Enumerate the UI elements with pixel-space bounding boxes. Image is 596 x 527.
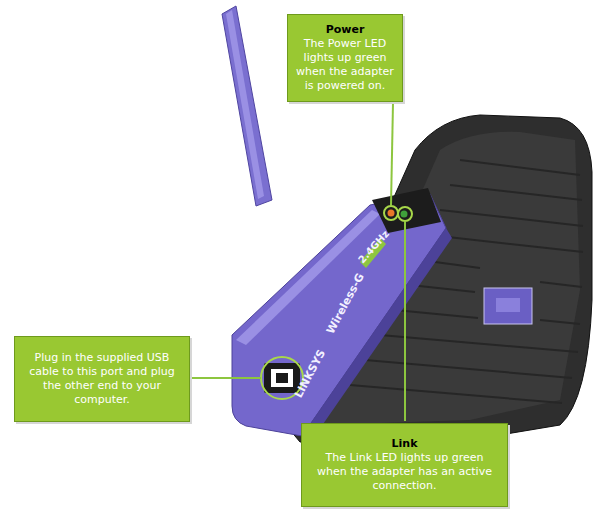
callout-box: Plug in the supplied USB cable to this p… bbox=[14, 336, 190, 422]
callout-heading: Power bbox=[326, 23, 365, 37]
callout-box: LinkThe Link LED lights up green when th… bbox=[301, 423, 508, 507]
logo-badge-plate bbox=[496, 298, 520, 312]
highlight-ring bbox=[384, 206, 398, 220]
usb-port-tongue bbox=[276, 373, 288, 383]
callout-text: The Link LED lights up green when the ad… bbox=[309, 451, 500, 493]
leader-line bbox=[191, 377, 261, 379]
led-panel bbox=[372, 188, 441, 233]
device-print: LINKSYS bbox=[292, 348, 328, 401]
callout-text: Plug in the supplied USB cable to this p… bbox=[22, 351, 182, 407]
device-print: Wireless-G bbox=[324, 271, 367, 336]
logo-badge bbox=[484, 288, 532, 324]
device-print: 2.4GHz bbox=[356, 228, 391, 265]
usb-port-socket bbox=[271, 369, 293, 387]
highlight-ring bbox=[398, 207, 412, 221]
antenna bbox=[222, 6, 272, 206]
callout-box: PowerThe Power LED lights up green when … bbox=[287, 14, 403, 102]
link-led bbox=[401, 211, 408, 218]
face-edge bbox=[302, 228, 452, 440]
body-ridges bbox=[320, 132, 580, 425]
face-highlight bbox=[236, 210, 380, 345]
callout-heading: Link bbox=[392, 437, 418, 451]
leader-line bbox=[391, 103, 393, 205]
power-led bbox=[388, 210, 395, 217]
antenna-highlight bbox=[226, 10, 264, 199]
leader-line bbox=[404, 222, 406, 421]
callout-text: The Power LED lights up green when the a… bbox=[295, 37, 395, 93]
